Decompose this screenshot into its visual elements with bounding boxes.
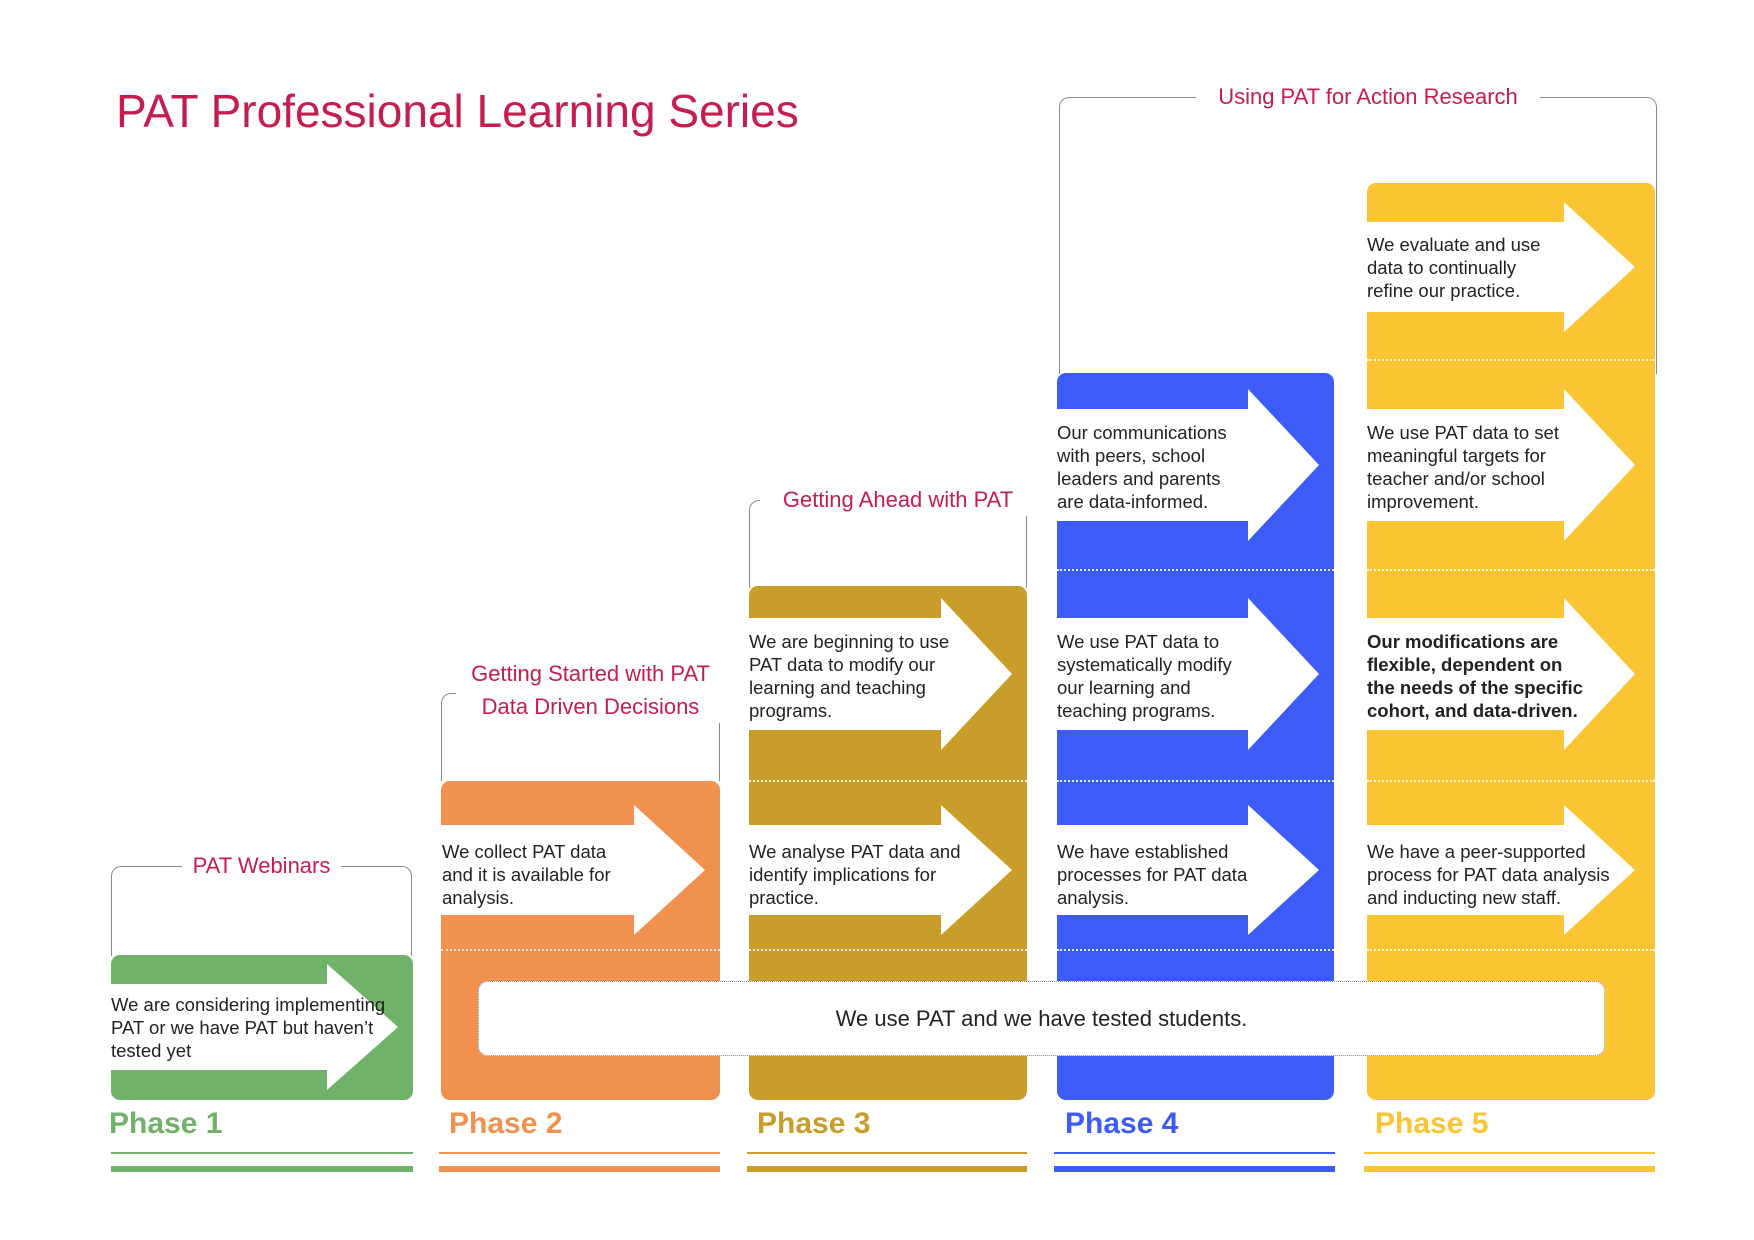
phase-5-underline	[1364, 1166, 1655, 1172]
phase-5-cell-2-text: Our modifications are flexible, dependen…	[1367, 631, 1583, 721]
phase-2-label: Phase 2	[449, 1107, 563, 1140]
phase-2-cell-1-text: We collect PAT data and it is available …	[442, 841, 611, 908]
phase-2-underline	[439, 1166, 720, 1172]
phase-5-cell-1-text: We have a peer-supported process for PAT…	[1367, 841, 1610, 908]
phase-1-cell-1-text: We are considering implementing PAT or w…	[111, 994, 386, 1061]
phase-5-cell-3-text: We use PAT data to set meaningful target…	[1367, 422, 1559, 512]
phase-4-label: Phase 4	[1065, 1107, 1179, 1140]
phase-4-cell-3-text: Our communications with peers, school le…	[1057, 422, 1227, 512]
bracket-label-webinars: PAT Webinars	[182, 850, 341, 882]
phase-5-cell-4-text: We evaluate and use data to continually …	[1367, 234, 1541, 301]
phase-4-divider	[1057, 569, 1334, 571]
phase-1-underline	[111, 1152, 413, 1154]
arrow-icon	[441, 805, 705, 935]
arrow-icon	[1057, 805, 1319, 935]
phase-5-divider	[1367, 949, 1655, 951]
phase-2-divider	[441, 949, 720, 951]
phase-1-label: Phase 1	[109, 1107, 223, 1140]
phase-5-divider	[1367, 359, 1655, 361]
phase-4-cell-2-text: We use PAT data to systematically modify…	[1057, 631, 1232, 721]
phase-4-divider	[1057, 949, 1334, 951]
phase-3-cell-2-text: We are beginning to use PAT data to modi…	[749, 631, 950, 721]
phase-3-divider	[749, 780, 1027, 782]
page-title: PAT Professional Learning Series	[116, 85, 799, 137]
phase-5-underline	[1364, 1152, 1655, 1154]
phase-4-cell-1-text: We have established processes for PAT da…	[1057, 841, 1248, 908]
arrow-icon	[1367, 389, 1635, 541]
bracket-label-getting-ahead: Getting Ahead with PAT	[760, 484, 1036, 516]
phase-2-underline	[439, 1152, 720, 1154]
phase-3-underline	[747, 1166, 1027, 1172]
arrow-icon	[1367, 202, 1635, 332]
arrow-icon	[1057, 598, 1319, 750]
phase-4-divider	[1057, 780, 1334, 782]
phase-3-underline	[747, 1152, 1027, 1154]
phase-3-divider	[749, 949, 1027, 951]
bracket-label-getting-started-line1: Getting Started with PAT	[456, 658, 725, 690]
arrow-icon	[111, 964, 398, 1090]
phase-5-divider	[1367, 780, 1655, 782]
bracket-label-getting-started-line2: Data Driven Decisions	[456, 691, 725, 723]
phase-4-underline	[1054, 1152, 1335, 1154]
arrow-icon	[1367, 598, 1635, 750]
arrow-icon	[1367, 805, 1635, 935]
phase-5-label: Phase 5	[1375, 1107, 1489, 1140]
phase-3-label: Phase 3	[757, 1107, 871, 1140]
phase-5-divider	[1367, 569, 1655, 571]
arrow-icon	[749, 598, 1012, 750]
bracket-label-action-research: Using PAT for Action Research	[1196, 81, 1540, 113]
arrow-icon	[1057, 389, 1319, 541]
phase-1-underline	[111, 1166, 413, 1172]
phase-4-underline	[1054, 1166, 1335, 1172]
tested-students-banner: We use PAT and we have tested students.	[478, 981, 1605, 1056]
phase-3-cell-1-text: We analyse PAT data and identify implica…	[749, 841, 961, 908]
arrow-icon	[749, 805, 1012, 935]
